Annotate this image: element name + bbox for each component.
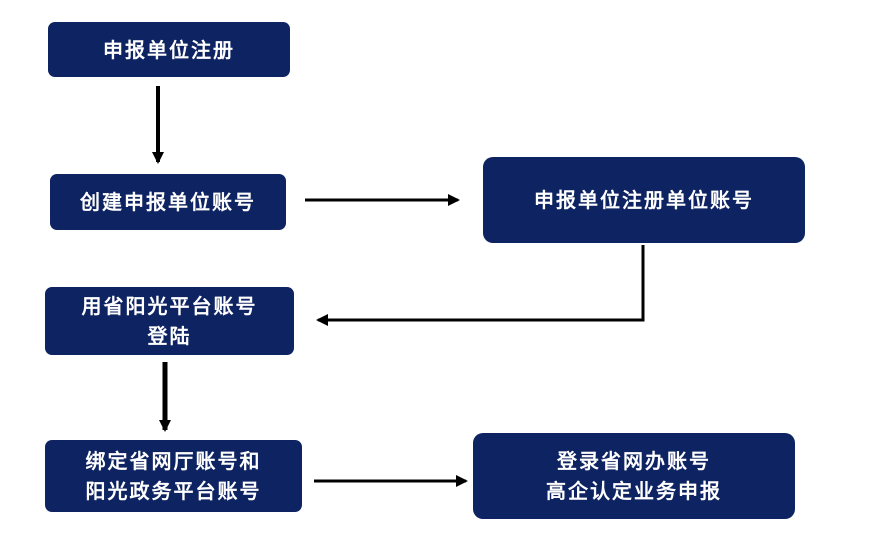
node-label-line1: 绑定省网厅账号和 xyxy=(85,449,262,473)
node-label: 申报单位注册单位账号 xyxy=(534,188,754,212)
node-label-line2: 高企认定业务申报 xyxy=(546,479,722,503)
node-register-unit-account: 申报单位注册单位账号 xyxy=(483,157,805,243)
node-bind-accounts: 绑定省网厅账号和 阳光政务平台账号 xyxy=(45,440,302,512)
node-sunshine-login: 用省阳光平台账号 登陆 xyxy=(45,287,294,355)
node-label-line1: 登录省网办账号 xyxy=(557,449,711,473)
node-label: 创建申报单位账号 xyxy=(80,190,256,214)
node-label-line2: 登陆 xyxy=(147,324,192,348)
arrow-register-account-to-login xyxy=(316,245,645,326)
node-label: 申报单位注册 xyxy=(103,37,235,62)
node-label-line1: 用省阳光平台账号 xyxy=(81,294,258,318)
node-office-login: 登录省网办账号 高企认定业务申报 xyxy=(473,433,795,519)
node-label-line2: 阳光政务平台账号 xyxy=(85,479,262,503)
node-create-account: 创建申报单位账号 xyxy=(50,174,286,230)
node-register-unit: 申报单位注册 xyxy=(48,22,290,77)
